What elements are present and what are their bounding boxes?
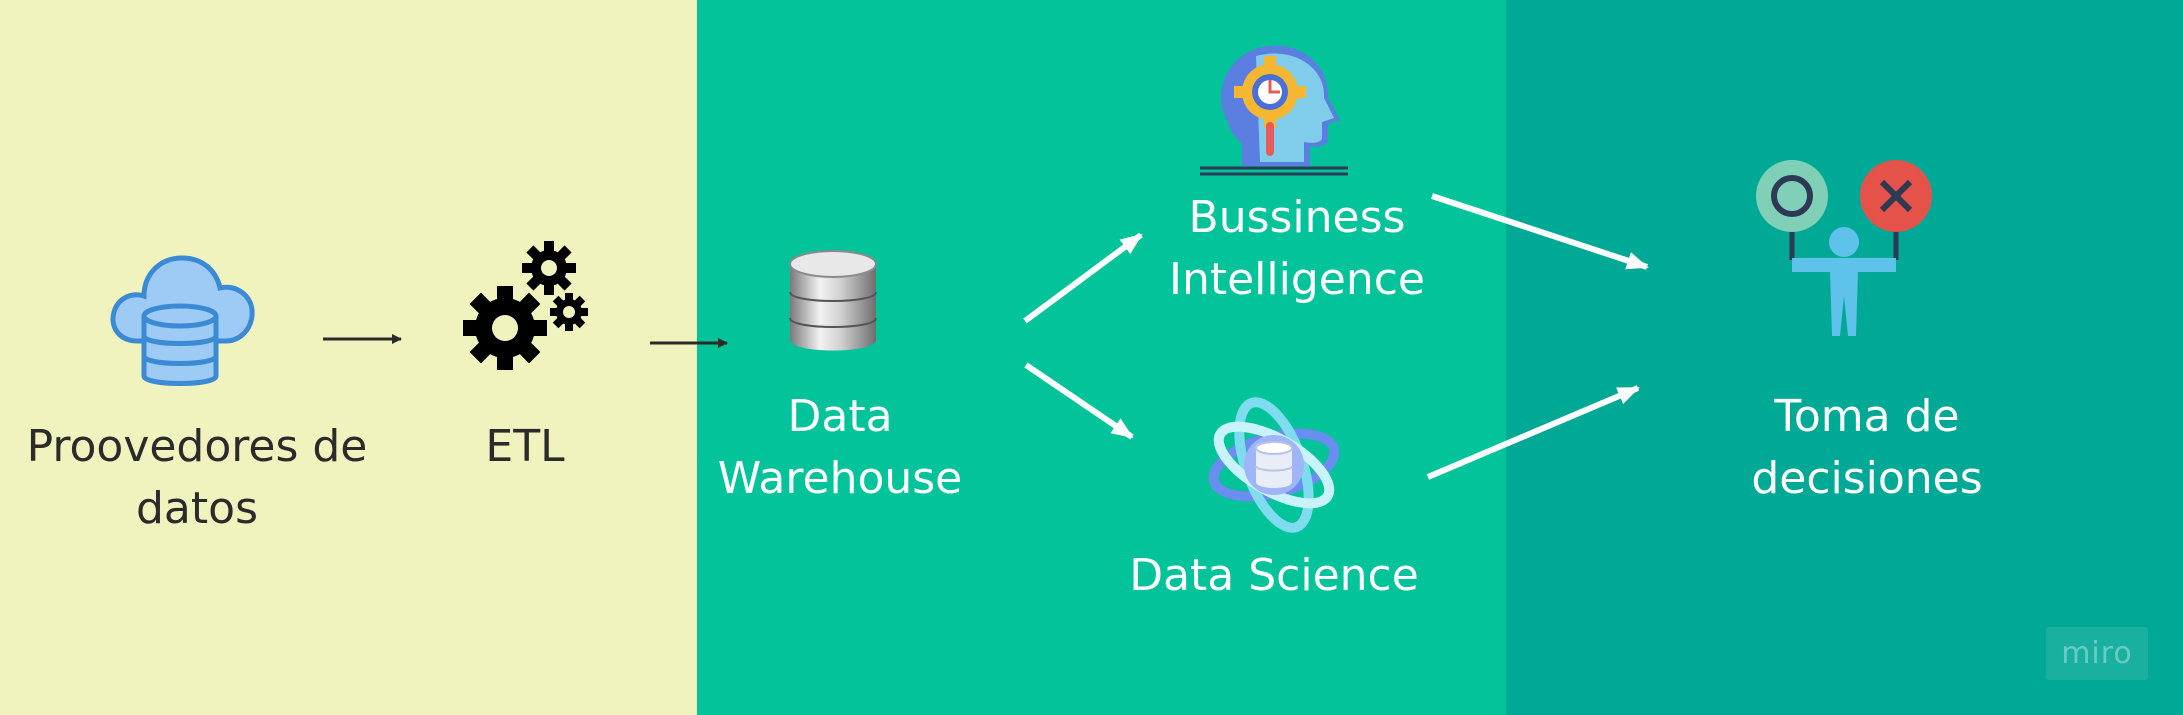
bi-label-line2: Intelligence	[1168, 254, 1425, 305]
providers-label: Proovedores de datos	[0, 416, 394, 540]
warehouse-label-line1: Data	[787, 391, 893, 442]
bi-label: Bussiness Intelligence	[1147, 187, 1447, 311]
warehouse-label: Data Warehouse	[690, 386, 990, 510]
database-cylinder-icon	[786, 248, 880, 362]
data-science-label: Data Science	[1129, 550, 1419, 601]
analytics-panel	[697, 0, 1506, 715]
cloud-database-icon	[108, 246, 258, 395]
head-gear-icon	[1198, 42, 1350, 182]
decisions-label-line2: decisiones	[1751, 453, 1983, 504]
decisions-label-line1: Toma de	[1774, 391, 1960, 442]
miro-watermark: miro	[2046, 627, 2148, 680]
atom-database-icon	[1201, 394, 1347, 540]
etl-label: ETL	[485, 421, 565, 472]
person-choice-icon	[1752, 160, 1936, 342]
decisions-label: Toma de decisiones	[1717, 386, 2017, 510]
providers-label-line1: Proovedores de	[26, 421, 368, 472]
gears-icon	[463, 240, 593, 376]
sources-panel	[0, 0, 697, 715]
bi-label-line1: Bussiness	[1188, 192, 1406, 243]
providers-label-line2: datos	[136, 483, 258, 534]
decisions-panel	[1506, 0, 2183, 715]
warehouse-label-line2: Warehouse	[717, 453, 963, 504]
